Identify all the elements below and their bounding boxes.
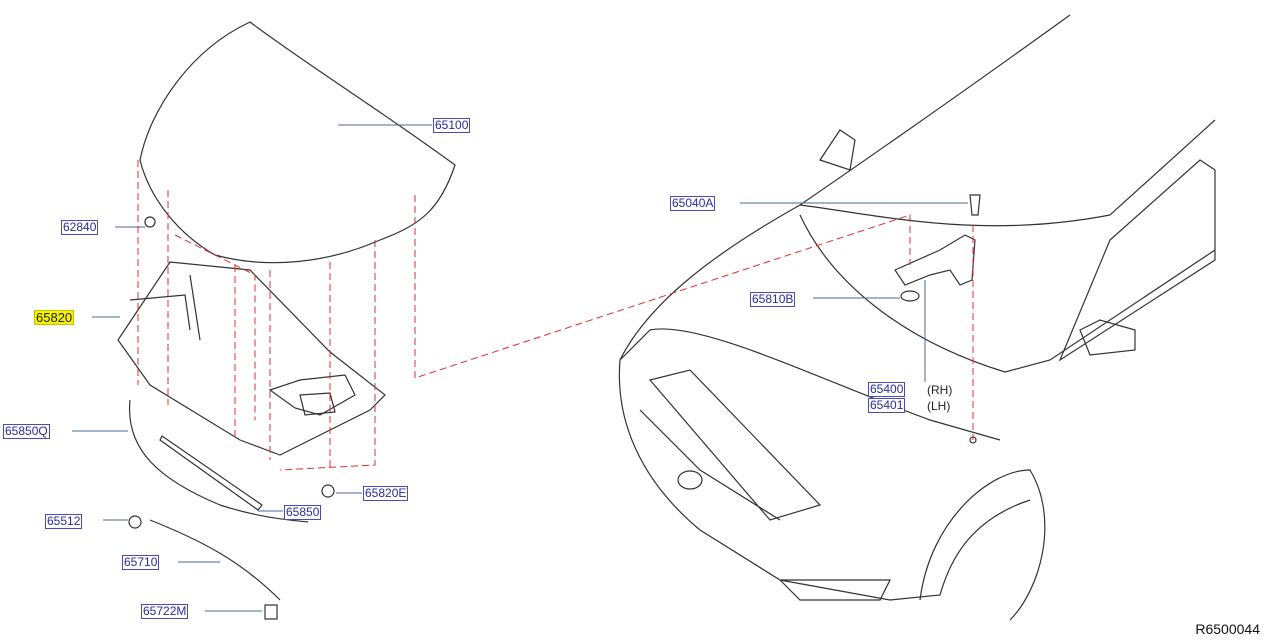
part-label-62840[interactable]: 62840 — [61, 220, 99, 235]
side-label-lh: (LH) — [927, 399, 951, 413]
part-label-65810B[interactable]: 65810B — [750, 292, 796, 307]
part-label-65820E[interactable]: 65820E — [363, 486, 409, 501]
side-label-rh: (RH) — [927, 383, 953, 397]
hood-hinge — [894, 234, 976, 286]
hood-panel — [139, 21, 456, 264]
hood-release-cable — [149, 519, 281, 601]
part-label-65400[interactable]: 65400 — [868, 382, 906, 397]
part-label-65820[interactable]: 65820 — [34, 310, 75, 325]
hood-insulator — [117, 261, 386, 456]
part-label-65710[interactable]: 65710 — [122, 555, 160, 570]
part-label-65401[interactable]: 65401 — [868, 398, 906, 413]
part-label-65040A[interactable]: 65040A — [670, 196, 716, 211]
part-label-65850[interactable]: 65850 — [284, 505, 322, 520]
part-label-65100[interactable]: 65100 — [433, 118, 471, 133]
part-label-65850Q[interactable]: 65850Q — [3, 424, 50, 439]
part-label-65722M[interactable]: 65722M — [141, 604, 189, 619]
part-label-65512[interactable]: 65512 — [45, 514, 83, 529]
car-body — [618, 14, 1216, 601]
hood-seal — [128, 399, 309, 523]
diagram-reference: R6500044 — [1195, 621, 1260, 637]
